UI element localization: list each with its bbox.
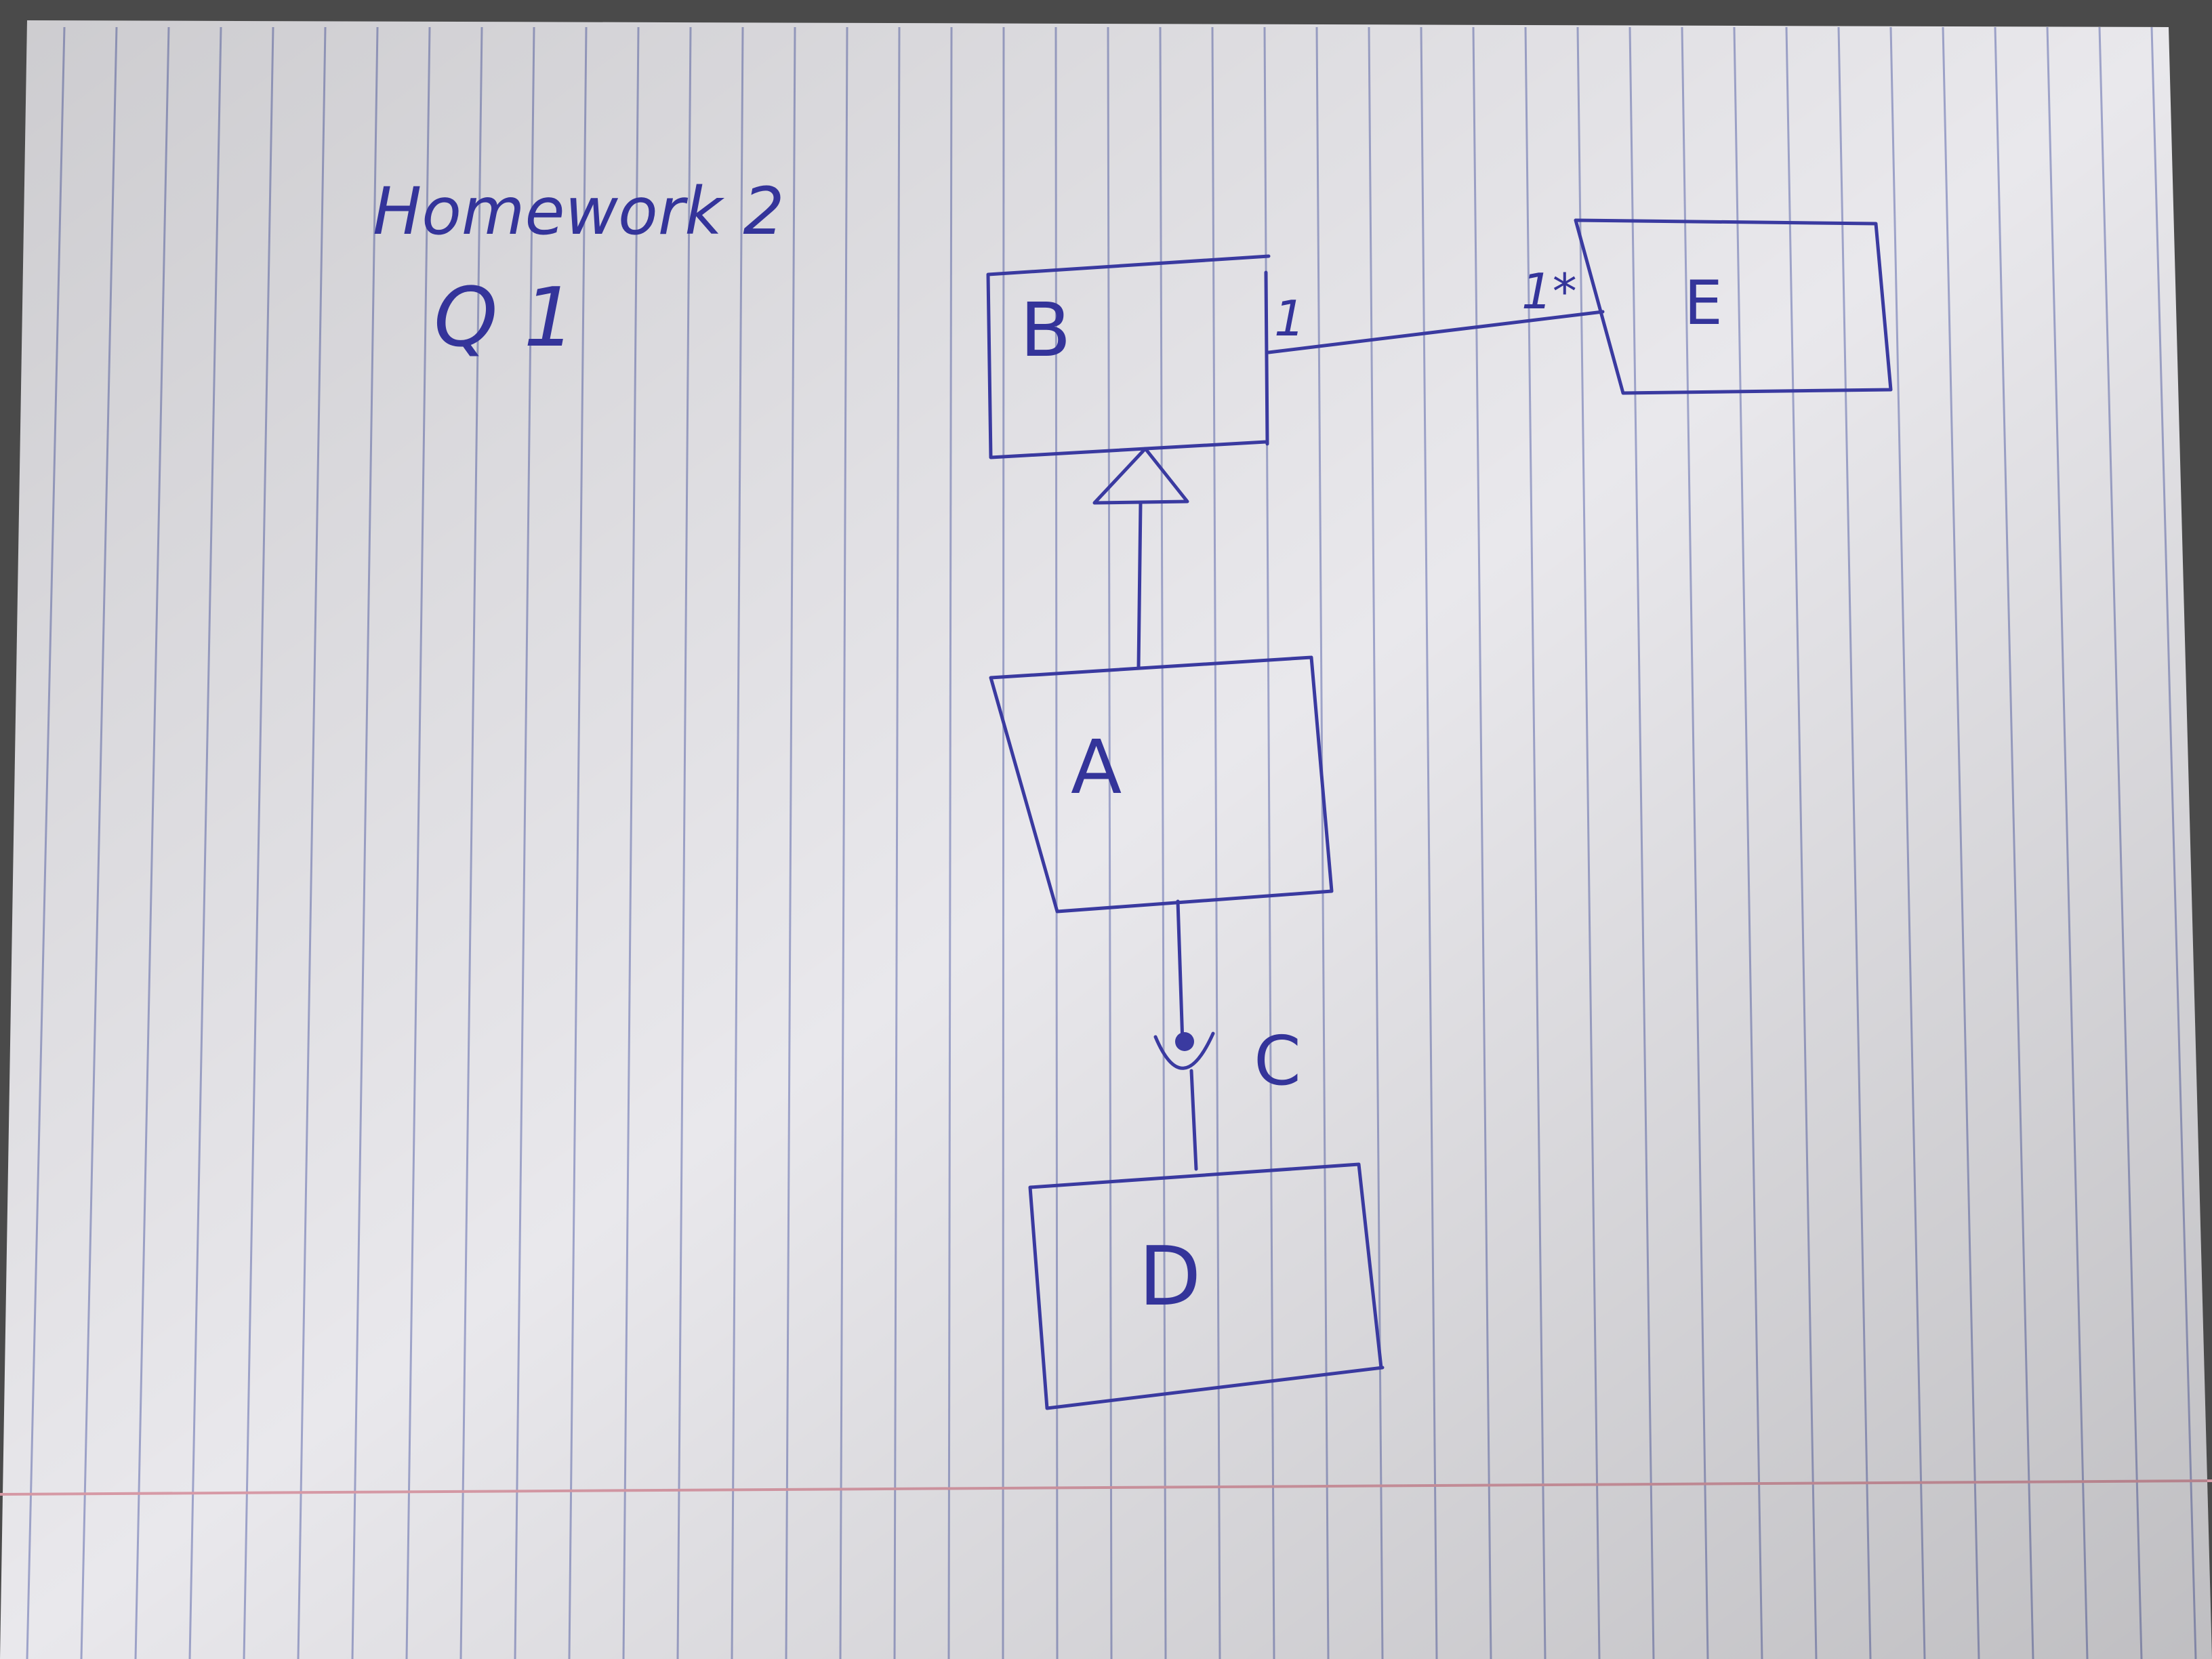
class-label-e: E [1684, 268, 1723, 339]
class-label-a: A [1071, 724, 1122, 811]
association-b-e: 1 1* [1267, 263, 1605, 354]
class-box-e: E [1574, 218, 1893, 395]
generalization-a-b [1092, 447, 1189, 670]
class-box-a: A [989, 655, 1334, 914]
multiplicity-b: 1 [1274, 290, 1305, 347]
interface-ball [1175, 1032, 1194, 1051]
multiplicity-e: 1* [1521, 263, 1577, 320]
class-label-d: D [1139, 1230, 1201, 1324]
class-box-b: B [986, 254, 1271, 459]
class-box-d: D [1028, 1162, 1385, 1410]
question-label: Q 1 [434, 271, 575, 365]
interface-label-c: C [1254, 1021, 1301, 1101]
interface-dependency-a-d: C [1153, 899, 1301, 1171]
class-label-b: B [1020, 287, 1071, 373]
interface-socket [1153, 1031, 1215, 1070]
paper-shadow [0, 20, 2212, 1659]
homework-heading: Homework 2 [373, 173, 784, 249]
